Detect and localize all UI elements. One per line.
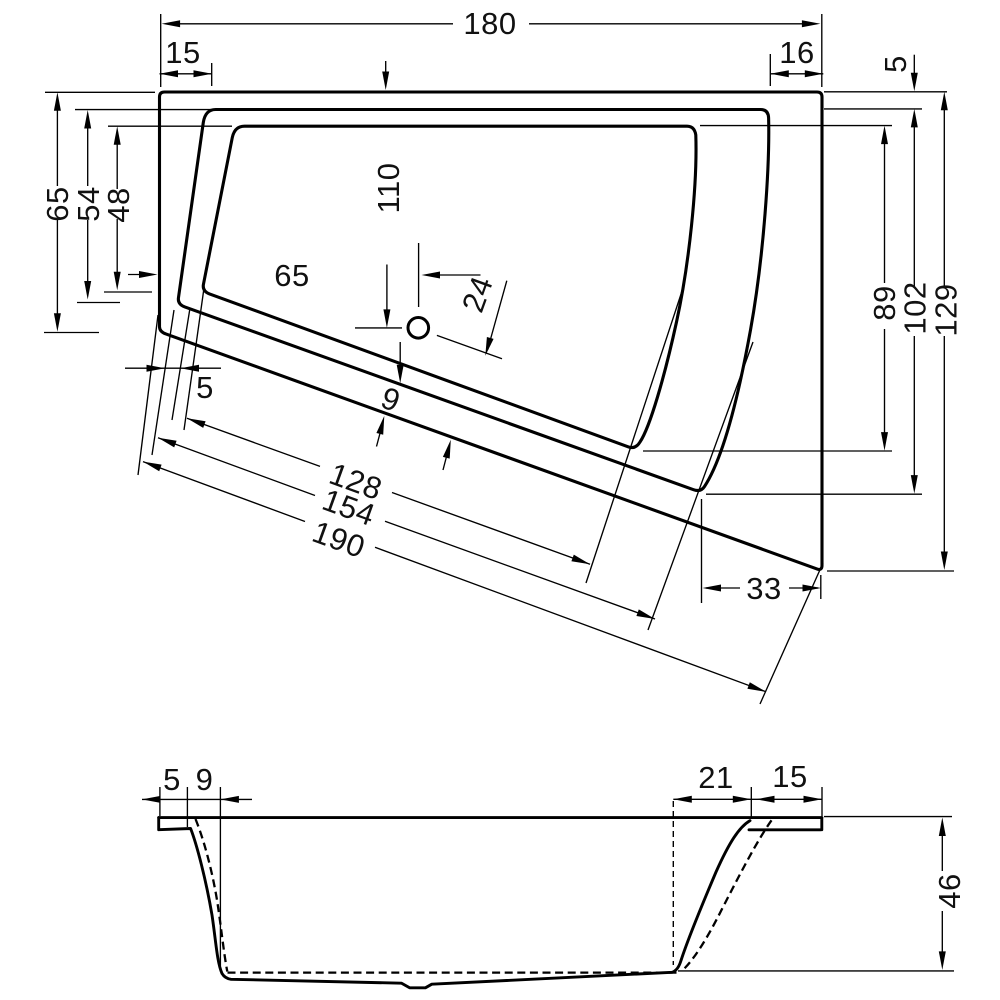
svg-text:21: 21	[698, 760, 733, 795]
svg-text:15: 15	[772, 759, 807, 794]
svg-text:129: 129	[929, 283, 964, 336]
svg-text:65: 65	[274, 258, 309, 293]
svg-text:48: 48	[101, 187, 136, 222]
svg-text:9: 9	[196, 762, 214, 797]
svg-text:89: 89	[867, 285, 902, 320]
svg-text:5: 5	[163, 762, 181, 797]
svg-text:54: 54	[71, 186, 106, 221]
svg-text:16: 16	[779, 35, 814, 70]
svg-text:5: 5	[196, 370, 214, 405]
svg-text:46: 46	[932, 873, 967, 908]
svg-text:110: 110	[371, 163, 406, 214]
svg-text:33: 33	[746, 571, 781, 606]
svg-text:102: 102	[898, 281, 933, 334]
svg-text:15: 15	[165, 35, 200, 70]
svg-text:180: 180	[463, 6, 516, 41]
svg-text:5: 5	[878, 55, 913, 73]
svg-text:65: 65	[40, 186, 75, 221]
